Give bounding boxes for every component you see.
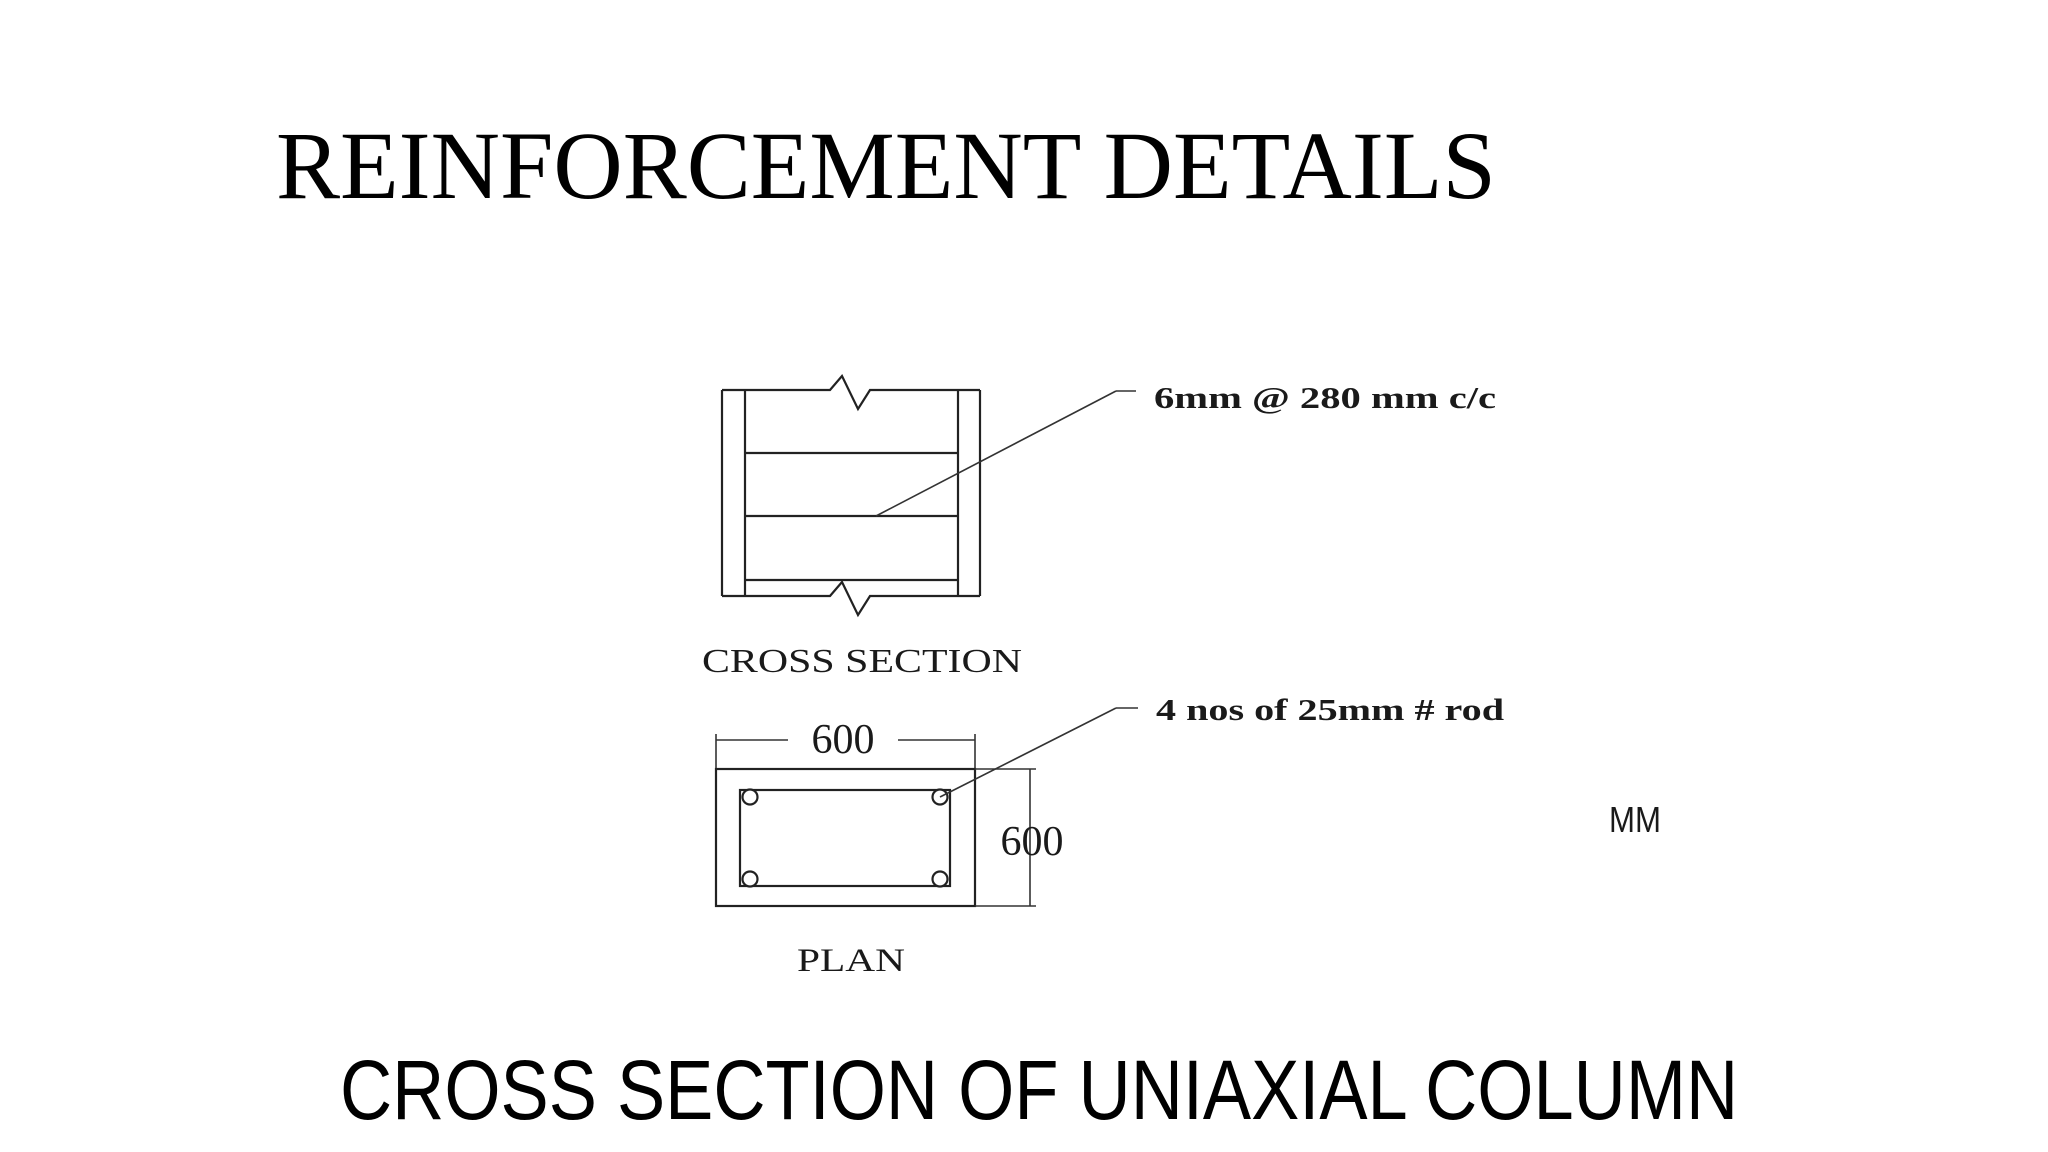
stirrup-outline [738, 788, 952, 888]
units-label: MM [1609, 799, 1661, 840]
corner-bar [741, 788, 759, 806]
plan-label: PLAN [797, 943, 905, 979]
footer-caption: CROSS SECTION OF UNIAXIAL COLUMN [340, 1043, 1739, 1137]
corner-bar [741, 870, 759, 888]
depth-dimension: 600 [1001, 819, 1064, 865]
cross-section-label: CROSS SECTION [702, 643, 1022, 680]
bottom-break-line [722, 580, 980, 618]
slide-title: REINFORCEMENT DETAILS [276, 112, 1496, 219]
plan-view: 600 600 4 nos of 25mm # rod PLAN [714, 692, 1504, 979]
width-dimension: 600 [812, 717, 875, 763]
corner-bar [931, 870, 949, 888]
tie-callout: 6mm @ 280 mm c/c [1154, 380, 1496, 415]
cross-section-elevation: 6mm @ 280 mm c/c CROSS SECTION [702, 374, 1496, 680]
bars-leader-line [939, 707, 1117, 798]
tie-leader-line [875, 390, 1117, 517]
top-break-line [722, 374, 980, 412]
column-outline [714, 767, 977, 908]
bars-callout: 4 nos of 25mm # rod [1156, 692, 1504, 727]
